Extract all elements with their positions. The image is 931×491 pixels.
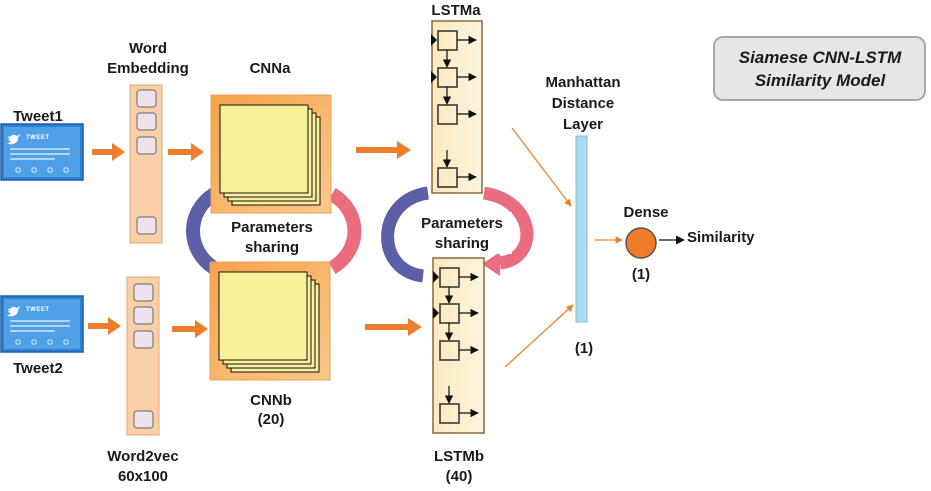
model-title-box: Siamese CNN-LSTM Similarity Model xyxy=(713,36,926,101)
embedding-label-line-2: Embedding xyxy=(107,60,189,77)
input-flow-arrows xyxy=(88,141,422,338)
tweet1-label: Tweet1 xyxy=(13,108,63,125)
lstm-sharing-loop-blue xyxy=(381,186,430,283)
cnn-sharing-label-line-2: sharing xyxy=(245,239,299,256)
tweet1-card-header: TWEET xyxy=(26,135,50,141)
cnn-sharing-loop-pink xyxy=(327,188,362,274)
twitter-bird-icon xyxy=(7,134,20,145)
dense-node xyxy=(625,227,657,259)
lstm-sharing-arrowhead-icon xyxy=(482,252,500,276)
embedding-column-bottom xyxy=(126,276,160,436)
dense-label: Dense xyxy=(623,204,668,221)
lstm-sharing-label-line-2: sharing xyxy=(435,235,489,252)
cnnb-units: (20) xyxy=(258,411,285,428)
embedding-column-top xyxy=(129,84,163,244)
tweet1-action-icons xyxy=(15,167,69,173)
manhattan-distance-layer xyxy=(575,135,588,323)
manhattan-label-line-3: Layer xyxy=(563,116,603,133)
manhattan-label-line-1: Manhattan xyxy=(546,74,621,91)
tweet2-label: Tweet2 xyxy=(13,360,63,377)
lstma-label: LSTMa xyxy=(431,2,481,19)
cnn-sharing-loop-blue xyxy=(186,188,219,274)
word2vec-dims-label: 60x100 xyxy=(118,468,168,485)
dense-units: (1) xyxy=(632,266,650,283)
similarity-output-label: Similarity xyxy=(687,229,755,246)
word2vec-label: Word2vec xyxy=(107,448,178,465)
cnnb-block xyxy=(209,261,331,381)
cnnb-label: CNNb xyxy=(250,392,292,409)
lstm-sharing-loop-pink xyxy=(482,186,534,270)
lstm-to-manhattan-arrows xyxy=(504,127,574,368)
title-line-2: Similarity Model xyxy=(755,71,887,90)
tweet2-input: TWEET Tweet2 xyxy=(0,295,84,377)
title-line-1: Siamese CNN-LSTM xyxy=(739,48,902,67)
lstma-block xyxy=(431,20,483,194)
lstmb-units: (40) xyxy=(446,468,473,485)
lstmb-block xyxy=(432,257,485,434)
tweet2-card-header: TWEET xyxy=(26,307,50,313)
cnna-block xyxy=(210,94,332,214)
tweet1-input: Tweet1 TWEET xyxy=(0,108,84,181)
cnna-label: CNNa xyxy=(250,60,291,77)
lstmb-label: LSTMb xyxy=(434,448,484,465)
manhattan-label-line-2: Distance xyxy=(552,95,615,112)
lstm-sharing-label-line-1: Parameters xyxy=(421,215,503,232)
embedding-label-line-1: Word xyxy=(129,40,167,57)
manhattan-units: (1) xyxy=(575,340,593,357)
tweet2-action-icons xyxy=(15,339,69,345)
cnn-sharing-label-line-1: Parameters xyxy=(231,219,313,236)
twitter-bird-icon xyxy=(7,306,20,317)
